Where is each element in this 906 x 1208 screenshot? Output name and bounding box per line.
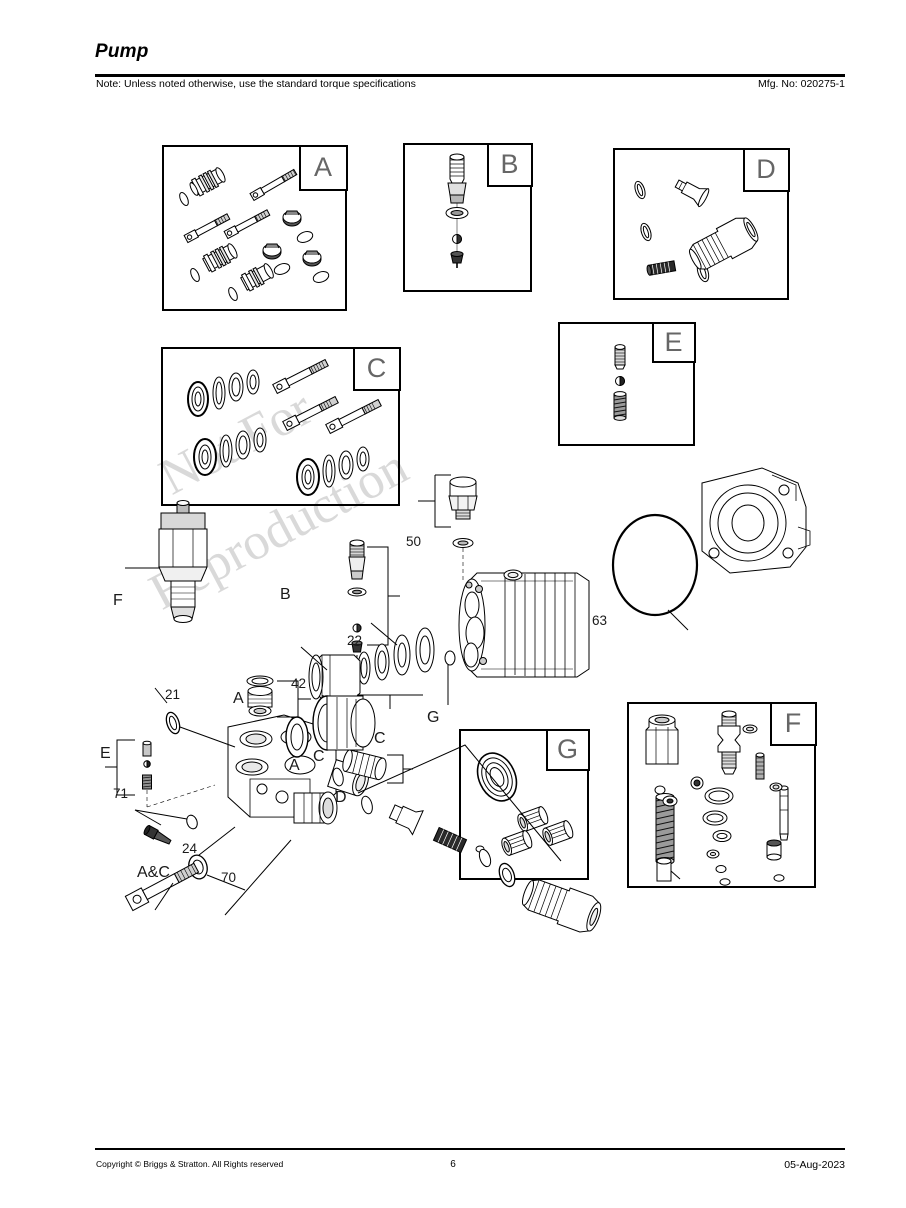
- footer-date: 05-Aug-2023: [784, 1159, 845, 1171]
- footer-rule: [95, 1148, 845, 1150]
- callout-c-bearing: C: [374, 730, 386, 747]
- detail-box-a: A: [162, 144, 348, 311]
- callout-a-and-c: A&C: [137, 864, 170, 881]
- detail-box-g-tab: G: [545, 728, 590, 771]
- detail-box-e-artwork: [613, 344, 627, 421]
- detail-box-b: B: [403, 142, 533, 292]
- detail-box-e: E: [558, 321, 696, 446]
- header-mfg-number: Mfg. No: 020275-1: [758, 78, 845, 90]
- detail-box-a-label: A: [313, 152, 332, 182]
- callout-g: G: [427, 709, 440, 726]
- detail-box-a-artwork: [179, 167, 330, 302]
- detail-box-a-tab: A: [298, 144, 348, 191]
- callout-b: B: [280, 586, 291, 603]
- callout-a-top: A: [233, 690, 244, 707]
- detail-box-c-label: C: [366, 353, 387, 383]
- detail-box-c-artwork: [187, 358, 382, 496]
- detail-box-c-tab: C: [352, 346, 401, 391]
- callout-d: D: [335, 789, 347, 806]
- callout-42: 42: [291, 676, 307, 691]
- callout-e: E: [100, 745, 111, 762]
- detail-box-c: C: [161, 346, 401, 506]
- detail-box-b-label: B: [500, 149, 519, 179]
- detail-box-f-tab: F: [769, 701, 817, 746]
- detail-box-d-label: D: [756, 154, 776, 184]
- footer-page-number: 6: [450, 1159, 456, 1170]
- detail-box-d-tab: D: [742, 147, 790, 192]
- callout-70: 70: [221, 870, 237, 885]
- header-rule: [95, 74, 845, 77]
- detail-box-g-label: G: [556, 734, 578, 764]
- callout-21: 21: [165, 687, 181, 702]
- detail-box-f-artwork: [645, 710, 789, 886]
- main-exploded-assembly: [105, 467, 811, 933]
- footer-copyright: Copyright © Briggs & Stratton. All Right…: [96, 1159, 284, 1169]
- detail-box-d: D: [613, 147, 790, 300]
- detail-box-b-tab: B: [486, 142, 533, 187]
- detail-box-f-label: F: [784, 708, 802, 738]
- callout-24: 24: [182, 841, 198, 856]
- detail-box-e-tab: E: [651, 321, 696, 363]
- header-note: Note: Unless noted otherwise, use the st…: [96, 78, 416, 90]
- callout-22: 22: [347, 633, 363, 648]
- callout-50: 50: [406, 534, 422, 549]
- detail-box-g-artwork: [475, 752, 574, 856]
- callout-71: 71: [113, 786, 129, 801]
- detail-box-d-artwork: [634, 179, 759, 283]
- callout-c-piston: C: [313, 748, 325, 765]
- callout-a-side: A: [289, 757, 300, 774]
- detail-box-e-label: E: [664, 326, 683, 357]
- detail-box-f: F: [627, 701, 817, 888]
- detail-box-b-artwork: [445, 153, 469, 268]
- callout-63: 63: [592, 613, 608, 628]
- detail-box-g: G: [459, 728, 590, 880]
- callout-f: F: [113, 592, 123, 609]
- page-title: Pump: [95, 41, 149, 62]
